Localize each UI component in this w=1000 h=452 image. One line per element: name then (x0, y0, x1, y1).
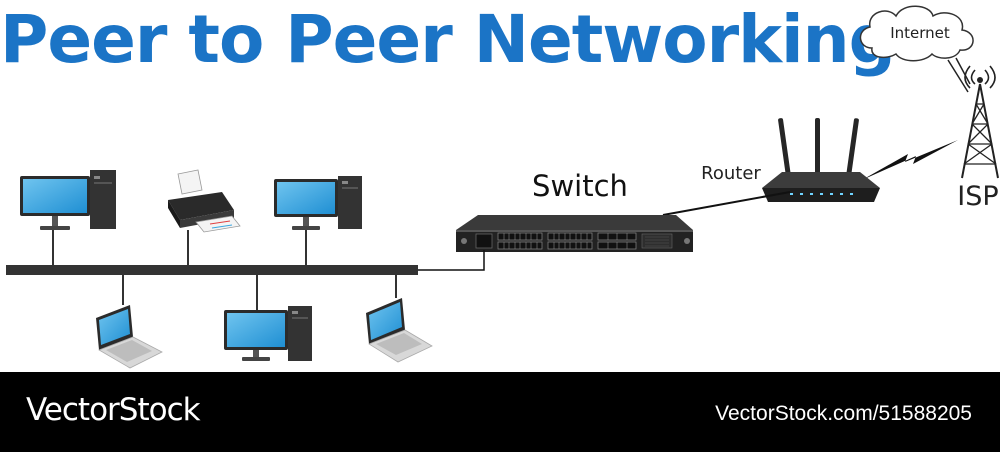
bus-drop-lines (52, 229, 397, 310)
page-title: Peer to Peer Networking (0, 1, 896, 78)
desktop-computer-icon (274, 176, 362, 230)
switch-bus-cable (418, 250, 485, 271)
network-switch-icon (456, 215, 693, 252)
wireless-link (862, 140, 958, 180)
printer-icon (168, 169, 241, 233)
vectorstock-logo: VectorStock (26, 392, 201, 428)
internet-link (947, 57, 971, 93)
footer-bar: VectorStock VectorStock.com/51588205 (0, 372, 1000, 452)
router-label: Router (701, 163, 761, 184)
switch-label: Switch (532, 169, 628, 203)
laptop-icon (366, 298, 433, 363)
network-diagram: Peer to Peer Networking Internet (0, 1, 999, 369)
desktop-computer-icon (224, 306, 312, 361)
wifi-router-icon (762, 118, 880, 202)
cell-tower-icon (961, 65, 999, 179)
desktop-computer-icon (20, 170, 116, 230)
laptop-icon (96, 305, 163, 369)
cloud-icon (859, 5, 974, 62)
internet-label: Internet (890, 24, 950, 42)
network-bus (6, 265, 418, 275)
isp-label: ISP (957, 181, 998, 212)
router-switch-cable (662, 191, 791, 216)
image-id-text: VectorStock.com/51588205 (715, 402, 972, 425)
